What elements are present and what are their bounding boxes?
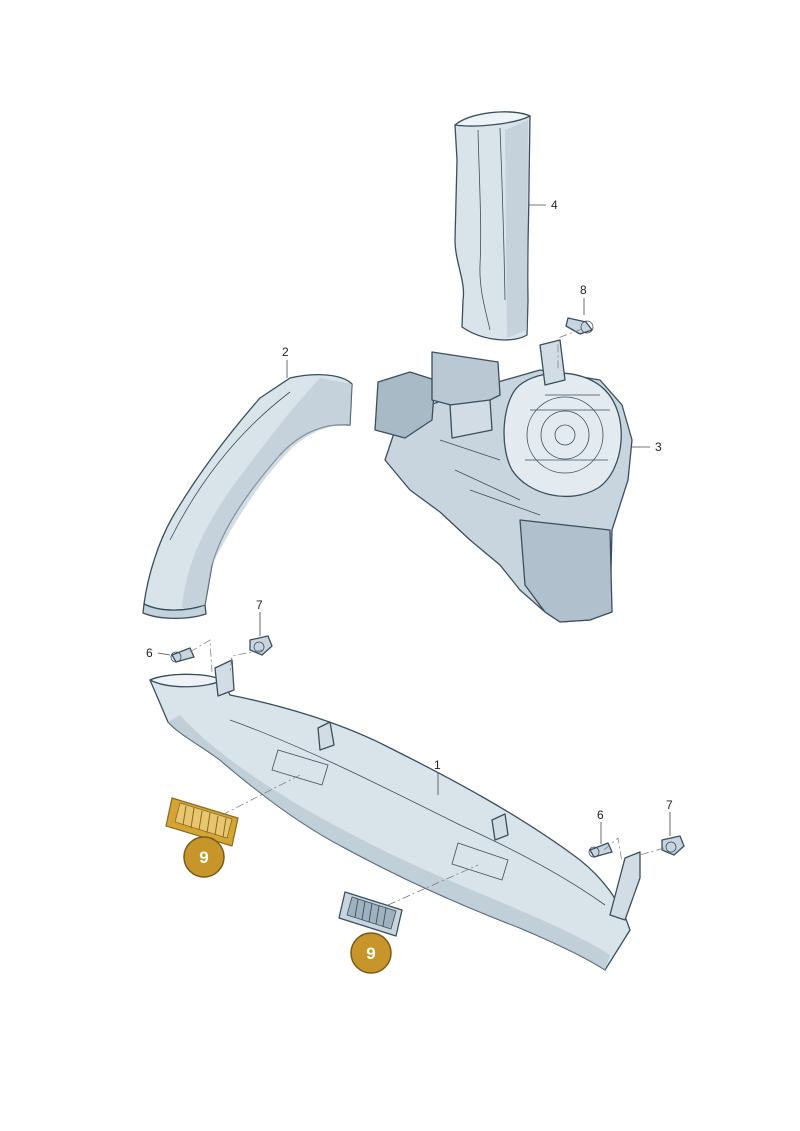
clip-part-7-lower[interactable] bbox=[661, 835, 685, 856]
callout-3: 3 bbox=[655, 440, 662, 454]
callout-2: 2 bbox=[282, 345, 289, 359]
vent-grille-part-9-left[interactable] bbox=[165, 797, 239, 847]
callout-7-upper: 7 bbox=[256, 598, 263, 612]
callout-6-upper: 6 bbox=[146, 646, 153, 660]
vent-grille-part-9-right[interactable] bbox=[338, 891, 403, 937]
callout-labels: 4 2 3 8 7 6 1 6 7 bbox=[146, 198, 673, 822]
callout-7-lower: 7 bbox=[666, 798, 673, 812]
blower-unit-part-3[interactable] bbox=[374, 339, 633, 623]
screw-part-8[interactable] bbox=[565, 317, 594, 335]
badge-9-left-text: 9 bbox=[199, 848, 208, 867]
screw-part-6-upper[interactable] bbox=[170, 647, 195, 663]
assembly-lines bbox=[189, 328, 665, 906]
leader-lines bbox=[157, 204, 671, 844]
callout-1: 1 bbox=[434, 758, 441, 772]
clip-part-7-upper[interactable] bbox=[249, 635, 273, 656]
screw-part-6-lower[interactable] bbox=[588, 842, 613, 858]
air-duct-part-2[interactable] bbox=[142, 374, 353, 620]
callout-8: 8 bbox=[580, 283, 587, 297]
badge-9-right[interactable]: 9 bbox=[350, 932, 392, 974]
callout-6-lower: 6 bbox=[597, 808, 604, 822]
badge-9-left[interactable]: 9 bbox=[183, 836, 225, 878]
callout-4: 4 bbox=[551, 198, 558, 212]
air-duct-part-4[interactable] bbox=[454, 111, 531, 341]
badge-9-right-text: 9 bbox=[366, 944, 375, 963]
floor-duct-part-1[interactable] bbox=[149, 659, 641, 971]
